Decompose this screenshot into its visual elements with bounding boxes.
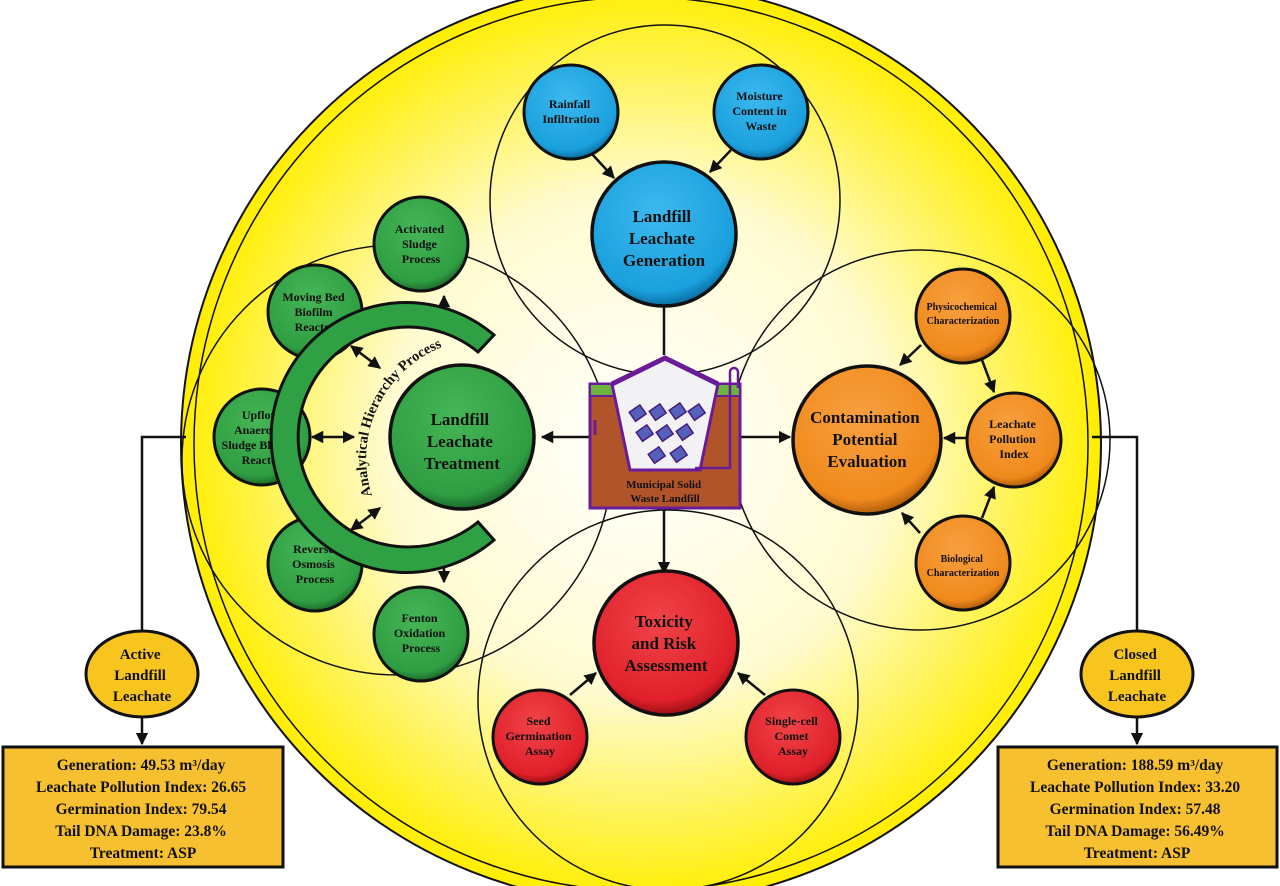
node-contamination[interactable] [791,364,943,516]
ahp-crescent[interactable] [269,301,497,574]
toxicity-cluster: Toxicity and Risk Assessment Seed Germin… [491,569,842,786]
node-moisture-label: Moisture Content in Waste [732,89,789,133]
closed-stats-text: Generation: 188.59 m³/day Leachate Pollu… [1030,757,1244,862]
node-treatment[interactable] [388,363,536,511]
active-stat-generation: Generation: 49.53 m³/day [57,757,226,774]
active-stat-gi: Germination Index: 79.54 [56,801,227,818]
node-generation-label: Landfill Leachate Generation [623,207,706,270]
node-asp[interactable] [372,195,470,293]
node-lpi[interactable] [965,391,1063,489]
closed-leachate-label: Closed Landfill Leachate [1108,647,1167,705]
arrow-bio-to-cpe [901,512,921,534]
leachate-pipe [695,366,740,470]
node-toxicity-label: Toxicity and Risk Assessment [624,612,707,675]
active-stat-dna: Tail DNA Damage: 23.8% [55,823,227,840]
node-physchem[interactable] [914,267,1012,365]
node-fenton-label: Fenton Oxidation Process [394,611,448,655]
closed-stat-gi: Germination Index: 57.48 [1050,801,1221,818]
treatment-cluster: Activated Sludge Process Moving Bed Biof… [212,195,536,683]
node-moisture[interactable] [712,63,810,161]
arrow-bio-to-lpi [980,485,996,519]
arrow-moisture-to-generation [709,149,732,173]
active-leachate: Active Landfill Leachate Generation: 49.… [1,629,285,869]
closed-stat-lpi: Leachate Pollution Index: 33.20 [1030,779,1240,796]
outer-inner-ring [193,0,1089,886]
active-leachate-label: Active Landfill Leachate [113,647,172,705]
node-physchem-label: Physicochemical Characterization [926,302,999,327]
node-fenton[interactable] [372,585,470,683]
link-closed-leachate [1092,435,1139,632]
arrow-mbbr-treatment [350,345,381,369]
node-toxicity[interactable] [592,569,740,717]
closed-leachate: Closed Landfill Leachate Generation: 188… [996,629,1279,869]
arrow-physchem-to-cpe [899,344,922,366]
landfill-cap [610,355,720,387]
link-active-leachate [140,435,186,632]
node-bio[interactable] [914,514,1012,612]
waste-tiles [628,401,707,465]
active-stats-box [1,745,285,869]
node-seed[interactable] [491,688,589,786]
active-stat-treatment: Treatment: ASP [90,845,197,862]
active-stat-lpi: Leachate Pollution Index: 26.65 [36,779,246,796]
node-comet[interactable] [744,688,842,786]
contamination-cluster: Physicochemical Characterization Leachat… [791,267,1063,612]
closed-stat-dna: Tail DNA Damage: 56.49% [1045,823,1224,840]
arrow-physchem-to-lpi [980,359,996,394]
connectors [135,149,1144,746]
node-rainfall[interactable] [522,63,620,161]
arrow-ro-treatment [350,507,381,531]
active-stats-text: Generation: 49.53 m³/day Leachate Pollut… [36,757,250,862]
closed-stats-box [996,745,1279,869]
generation-cluster: Rainfall Infiltration Moisture Content i… [522,63,810,308]
node-lpi-label: Leachate Pollution Index [989,417,1039,461]
node-generation[interactable] [590,160,738,308]
closed-stat-treatment: Treatment: ASP [1084,845,1191,862]
closed-leachate-ellipse[interactable] [1079,629,1195,719]
arrow-comet-to-toxicity [737,672,766,696]
node-rainfall-label: Rainfall Infiltration [542,97,600,126]
landfill-icon[interactable]: Municipal Solid Waste Landfill [588,355,742,510]
closed-stat-generation: Generation: 188.59 m³/day [1047,757,1224,774]
node-contamination-label: Contamination Potential Evaluation [810,408,924,471]
active-leachate-ellipse[interactable] [84,629,200,719]
landfill-label: Municipal Solid Waste Landfill [626,479,704,505]
arrow-rainfall-to-generation [591,153,615,179]
node-seed-label: Seed Germination Assay [506,714,575,758]
node-asp-label: Activated Sludge Process [395,222,447,266]
node-bio-label: Biological Characterization [927,554,1000,579]
node-treatment-label: Landfill Leachate Treatment [424,410,500,473]
node-comet-label: Single-cell Comet Assay [765,714,821,758]
arrow-seed-to-toxicity [569,672,597,696]
cluster-ring-toxicity [477,509,859,886]
